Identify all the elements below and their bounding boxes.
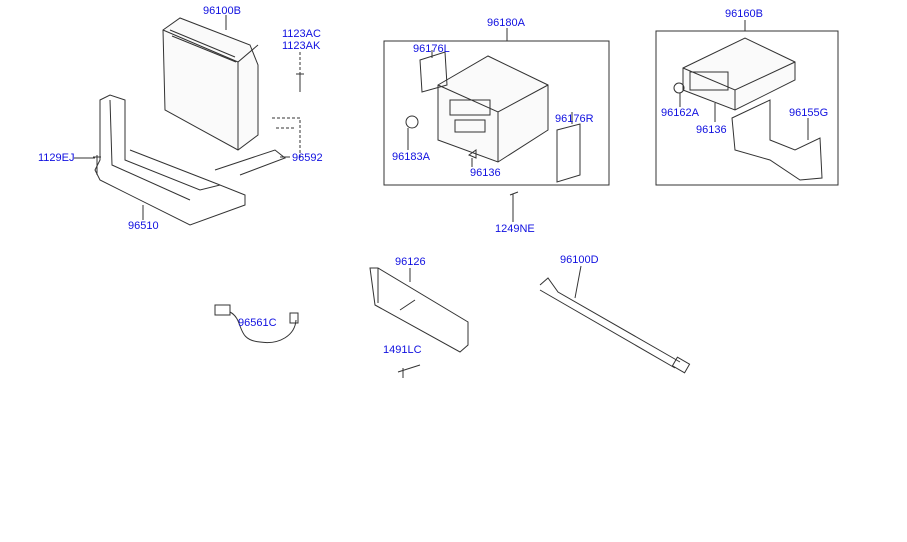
screw-drawing <box>272 52 304 160</box>
group-box-96160b <box>655 30 839 186</box>
antenna-cable-drawing <box>539 265 691 374</box>
part-label-96155g[interactable]: 96155G <box>789 107 829 119</box>
deck-unit-drawing <box>673 37 823 181</box>
part-label-96160b[interactable]: 96160B <box>725 8 763 20</box>
part-label-1129ej[interactable]: 1129EJ <box>38 152 75 164</box>
part-label-1491lc[interactable]: 1491LC <box>383 344 422 356</box>
part-label-1249ne[interactable]: 1249NE <box>495 223 535 235</box>
part-label-96100d[interactable]: 96100D <box>560 254 599 266</box>
part-label-96136-deck[interactable]: 96136 <box>696 124 727 136</box>
part-label-96162a[interactable]: 96162A <box>661 107 699 119</box>
wire-harness-drawing <box>214 304 299 344</box>
part-label-96100b[interactable]: 96100B <box>203 5 241 17</box>
part-label-96180a[interactable]: 96180A <box>487 17 525 29</box>
part-label-96176l[interactable]: 96176L <box>413 43 450 55</box>
bracket-drawing <box>94 94 286 226</box>
part-label-1123ak[interactable]: 1123AK <box>282 40 321 52</box>
part-label-96510[interactable]: 96510 <box>128 220 159 232</box>
part-label-96592[interactable]: 96592 <box>292 152 323 164</box>
screw-1129ej-drawing <box>74 155 101 175</box>
part-label-96126[interactable]: 96126 <box>395 256 426 268</box>
screw-1249ne-drawing <box>509 191 519 222</box>
mount-plate-drawing <box>369 267 469 378</box>
cd-changer-drawing <box>162 15 259 151</box>
part-label-96183a[interactable]: 96183A <box>392 151 430 163</box>
audio-unit-drawing <box>405 50 581 183</box>
part-label-96136[interactable]: 96136 <box>470 167 501 179</box>
part-label-96176r[interactable]: 96176R <box>555 113 594 125</box>
part-label-96561c[interactable]: 96561C <box>238 317 277 329</box>
part-label-1123ac[interactable]: 1123AC <box>282 28 321 40</box>
group-box-96180a <box>383 40 610 186</box>
